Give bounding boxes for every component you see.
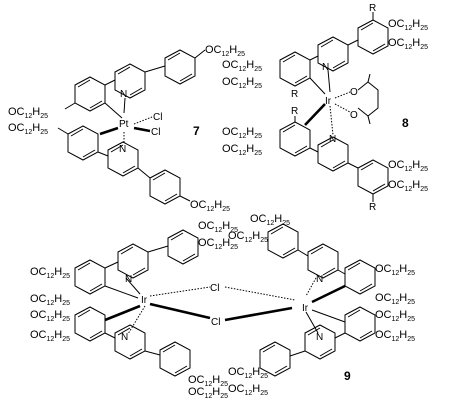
c8-r-bottom: R xyxy=(369,202,376,213)
c8-substituent-tl-1: OC12H25 xyxy=(222,59,262,73)
c9-substituent-14: OC12H25 xyxy=(375,329,415,343)
c8-oxygen-2: O xyxy=(350,110,358,121)
c8-oxygen-1: O xyxy=(350,87,358,98)
c7-ligand-1: Cl xyxy=(153,112,162,123)
c9-nitrogen-3: N xyxy=(316,274,323,285)
c9-bridge-bottom: Cl xyxy=(211,317,220,328)
c9-center-atom-left: Ir xyxy=(141,295,148,306)
c7-substituent-left-top: OC12H25 xyxy=(8,106,48,120)
c9-substituent-7: OC12H25 xyxy=(188,374,228,388)
c7-center-atom: Pt xyxy=(119,119,129,130)
c8-substituent-tr-2: OC12H25 xyxy=(388,37,428,51)
c8-substituent-bl-2: OC12H25 xyxy=(222,143,262,157)
compound-9: OC12H25 OC12H25 OC12H25 OC12H25 Ir N Cl … xyxy=(30,213,415,400)
c9-substituent-5: OC12H25 xyxy=(30,309,70,323)
c9-substituent-9: OC12H25 xyxy=(250,213,290,227)
c9-substituent-15: OC12H25 xyxy=(228,366,268,380)
c9-substituent-1: OC12H25 xyxy=(198,220,238,234)
c9-substituent-3: OC12H25 xyxy=(30,266,70,280)
c9-substituent-12: OC12H25 xyxy=(375,292,415,306)
c8-r-mid-2: R xyxy=(291,106,298,117)
c8-substituent-br-1: OC12H25 xyxy=(388,159,428,173)
c9-nitrogen-1: N xyxy=(125,274,132,285)
c9-nitrogen-4: N xyxy=(316,332,323,343)
c8-nitrogen-top: N xyxy=(322,62,329,73)
c9-substituent-11: OC12H25 xyxy=(375,263,415,277)
c9-substituent-4: OC12H25 xyxy=(30,293,70,307)
c8-substituent-tl-2: OC12H25 xyxy=(222,76,262,90)
c7-substituent-left-bottom: OC12H25 xyxy=(8,122,48,136)
c9-label: 9 xyxy=(344,369,351,383)
compound-7: OC12H25 OC12H25 OC12H25 OC12H25 Pt Cl Cl… xyxy=(8,44,245,213)
c9-substituent-8: OC12H25 xyxy=(188,386,228,400)
c8-r-mid-1: R xyxy=(291,89,298,100)
c9-substituent-13: OC12H25 xyxy=(375,309,415,323)
c9-bridge-top: Cl xyxy=(210,283,219,294)
c7-nitrogen-bottom: N xyxy=(119,144,126,155)
c8-r-top: R xyxy=(369,3,376,14)
c9-substituent-10: OC12H25 xyxy=(228,230,268,244)
c8-substituent-br-2: OC12H25 xyxy=(388,179,428,193)
c7-substituent-top: OC12H25 xyxy=(205,44,245,58)
c9-center-atom-right: Ir xyxy=(302,303,309,314)
c7-substituent-bottom: OC12H25 xyxy=(190,199,230,213)
c7-ligand-2: Cl xyxy=(151,127,160,138)
c9-substituent-6: OC12H25 xyxy=(30,329,70,343)
c7-nitrogen-top: N xyxy=(120,89,127,100)
c9-nitrogen-2: N xyxy=(121,332,128,343)
compound-8: R OC12H25 OC12H25 OC12H25 OC12H25 R Ir O… xyxy=(222,3,428,213)
c9-substituent-16: OC12H25 xyxy=(228,383,268,397)
c9-substituent-2: OC12H25 xyxy=(198,237,238,251)
c8-substituent-bl-1: OC12H25 xyxy=(222,126,262,140)
c7-label: 7 xyxy=(193,124,200,138)
c8-nitrogen-bottom: N xyxy=(329,134,336,145)
c8-substituent-tr-1: OC12H25 xyxy=(388,18,428,32)
c8-center-atom: Ir xyxy=(325,96,332,107)
c8-label: 8 xyxy=(402,116,409,130)
